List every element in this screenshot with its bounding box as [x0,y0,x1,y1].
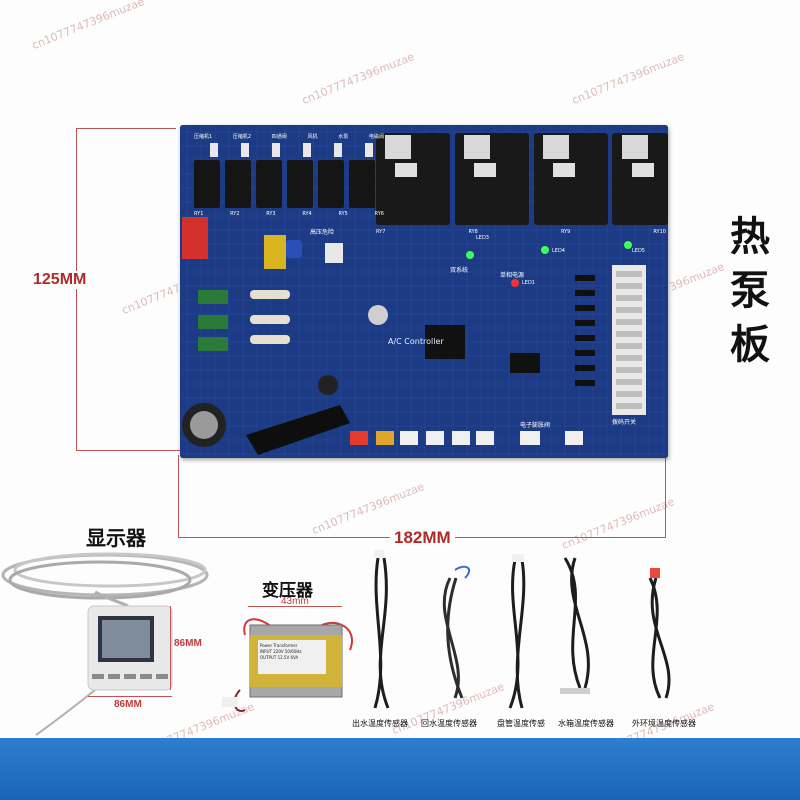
watermark: cn1077747396muzae [300,50,417,108]
sensor-label: 水箱温度传感器 [558,719,614,728]
led-label: LED5 [632,248,645,254]
ry-label: RY4 [302,211,312,217]
ry-label: RY6 [374,211,384,217]
dimension-line [76,128,77,450]
relay-label: 水泵 [338,134,349,140]
ry-label: RY9 [560,229,571,235]
ry-label: RY7 [376,229,386,235]
heat-pump-board: A/C Controller 高压危险 双系统 单相电源 电子膨胀阀 拨码开关 … [180,125,668,458]
sensor-label: 回水温度传感器 [421,719,477,728]
ry-label-row: RY1 RY2 RY3 RY4 RY5 RY6 [194,211,384,217]
dimension-line [248,606,342,607]
led-label: LED1 [522,280,535,286]
transformer-text: OUTPUT 12.5V 6VA [260,655,299,660]
transformer-width-label: 43mm [281,596,309,607]
big-relay-label-row: RY7 RY8 RY9 RY10 [376,229,666,235]
dimension-line [76,450,180,451]
relay-label-row: 压缩机1 压缩机2 四通阀 风机 水泵 电磁阀 [194,133,384,140]
watermark: cn1077747396muzae [560,495,677,553]
display-label: 显示器 [86,526,146,550]
relay-label: 电磁阀 [368,134,384,140]
power-label: 双系统 [450,267,469,274]
relay-label: 压缩机1 [194,134,213,140]
ry-label: RY2 [230,211,240,217]
display-height-label: 86MM [174,638,202,649]
side-title: 热 泵 板 [725,210,775,372]
display-width-label: 86MM [114,699,142,710]
watermark: cn1077747396muzae [570,50,687,108]
circuit-board-graphic [180,125,668,458]
transformer-plate: Power Transformer INPUT 220V 50/60Hz OUT… [260,643,326,661]
ry-label: RY3 [266,211,276,217]
sensor-label: 出水温度传感器 [352,719,408,728]
dimension-line [178,455,179,538]
title-char: 泵 [730,267,770,314]
power-label: 单相电源 [500,272,525,279]
relay-label: 四通阀 [271,134,287,140]
controller-label: A/C Controller [388,337,444,346]
dimension-line [88,696,172,697]
relay-label: 压缩机2 [232,134,252,140]
ry-label: RY8 [468,229,478,235]
watermark: cn1077747396muzae [30,0,147,53]
led-label: LED4 [552,248,565,254]
transformer-graphic [222,618,353,712]
sensors-graphic [373,550,671,709]
dimension-line [665,455,666,538]
ry-label: RY10 [653,229,666,235]
relay-label: 风机 [307,134,318,140]
transformer-text: INPUT 220V 50/60Hz [260,649,302,654]
title-char: 板 [730,321,770,368]
switch-label: 拨码开关 [612,419,637,426]
high-voltage-label: 高压危险 [310,229,335,236]
width-dimension-label: 182MM [390,528,455,548]
transformer-text: Power Transformer [260,643,298,648]
led-label: LED3 [476,235,489,241]
display-cable-graphic [1,552,209,736]
transformer-label: 变压器 [262,581,313,601]
dimension-line [76,128,176,129]
ry-label: RY1 [194,211,204,217]
ry-label: RY5 [338,211,348,217]
bottom-banner [0,738,800,800]
sensor-label: 盘管温度传感 [497,719,545,728]
sensor-label: 外环境温度传感器 [632,719,696,728]
height-dimension-label: 125MM [30,271,90,289]
dimension-line [170,606,171,690]
valve-label: 电子膨胀阀 [520,422,551,429]
title-char: 热 [730,213,770,260]
